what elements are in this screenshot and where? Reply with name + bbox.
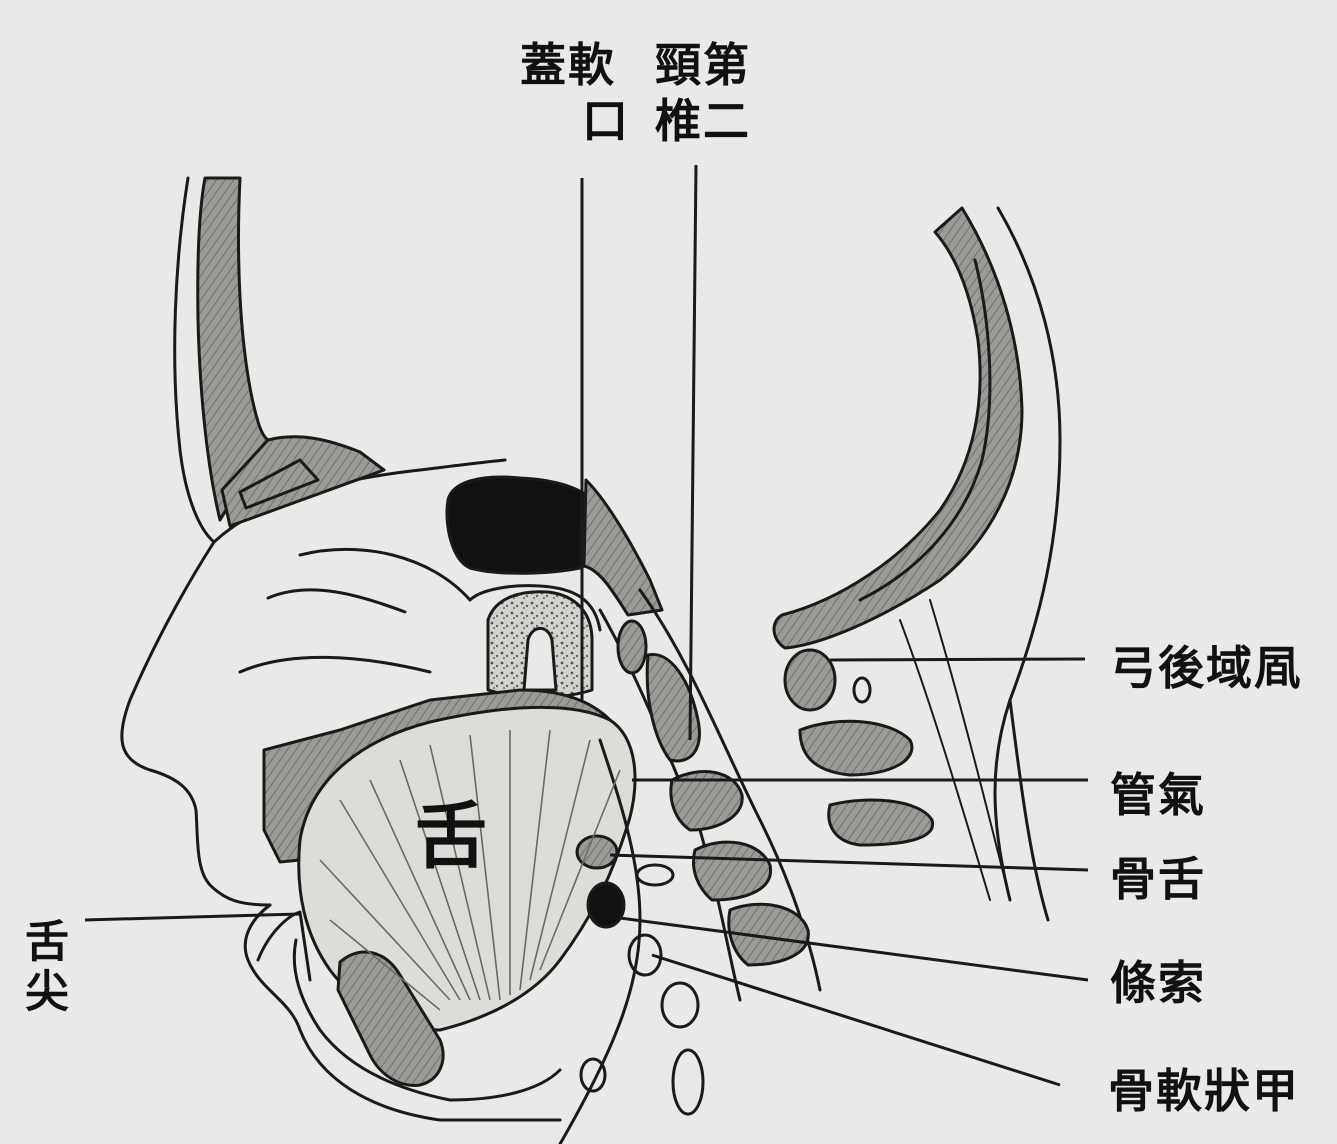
label-second-cervical-line1: 頸第: [655, 42, 751, 88]
leader-occipital-arch: [830, 659, 1085, 660]
leader-thyroid-cartilage: [652, 955, 1060, 1085]
spinous-process-2: [800, 721, 912, 775]
small-cartilage-a: [637, 865, 673, 885]
nasal-septum-line: [300, 549, 470, 600]
label-soft-palate-line1: 蓋軟: [520, 42, 616, 88]
leader-tongue-tip: [85, 914, 300, 920]
tracheal-ring-b: [673, 1050, 703, 1114]
atlas-anterior: [618, 621, 646, 673]
label-cord: 條索: [1110, 960, 1206, 1006]
nasal-concha-upper: [268, 590, 405, 612]
leader-hyoid: [610, 855, 1088, 870]
label-soft-palate-line2: 口: [582, 98, 630, 144]
leader-cord: [620, 918, 1088, 980]
cricoid-ring: [662, 983, 698, 1027]
nasal-concha-lower: [240, 657, 430, 672]
face-profile-line: [122, 542, 270, 905]
neck-muscle-line-a: [900, 620, 990, 900]
leader-second-cervical: [690, 165, 696, 740]
teeth-outline: [258, 912, 310, 980]
label-occipital-arch: 弓後域凮: [1110, 645, 1302, 691]
label-second-cervical-line2: 椎二: [655, 98, 751, 144]
label-thyroid-cartilage: 骨軟狀甲: [1108, 1068, 1300, 1114]
label-tongue-tip: 舌尖: [20, 918, 64, 1018]
cord-dark: [588, 883, 624, 927]
neck-back-line: [1010, 700, 1048, 920]
cervical-vertebra-4: [694, 842, 771, 900]
uvula-opening: [524, 628, 556, 690]
sphenoid-sinus: [447, 477, 604, 573]
posterior-arch-atlas: [785, 650, 835, 710]
sphenoid-bone: [584, 480, 662, 615]
label-hyoid: 骨舌: [1110, 856, 1206, 902]
label-trachea: 管氣: [1110, 772, 1206, 818]
posterior-arch-small: [854, 678, 870, 702]
occipital-bone: [774, 208, 1022, 648]
spinous-process-3: [829, 800, 933, 845]
label-tongue: 舌: [415, 800, 489, 872]
